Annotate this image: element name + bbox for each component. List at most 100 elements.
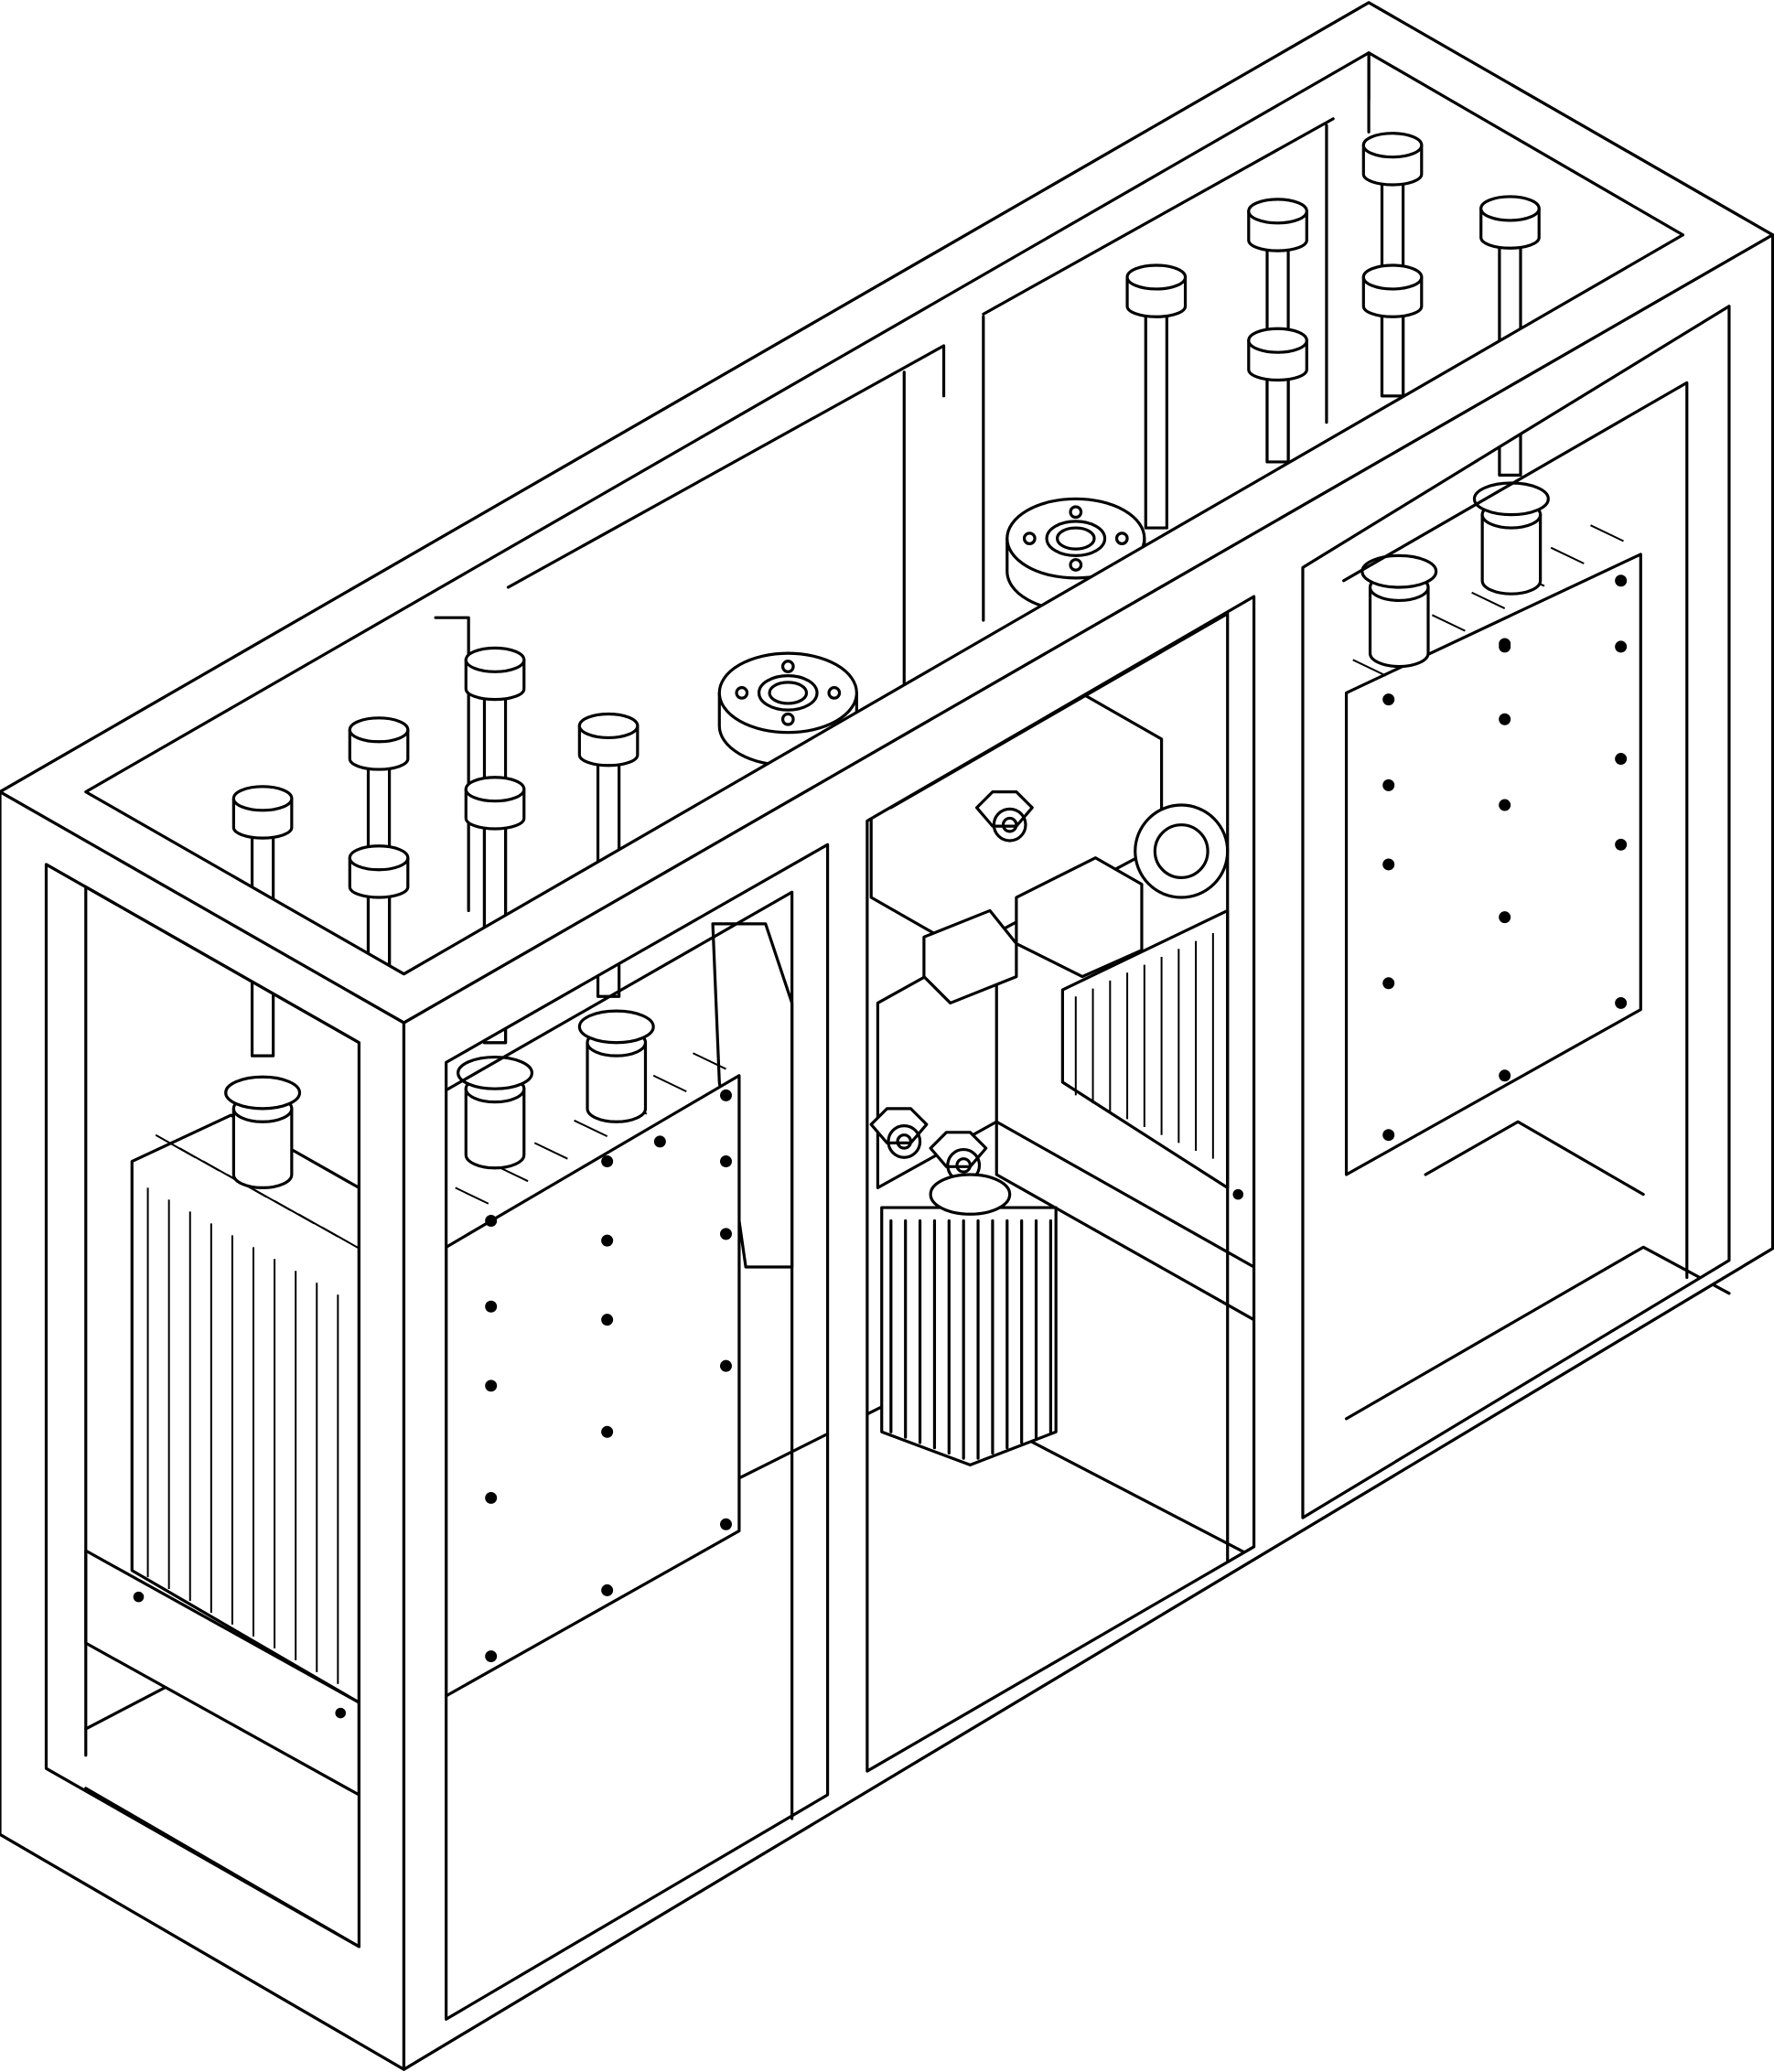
top-fin: [534, 1143, 567, 1158]
heat-sink-top-fin: [322, 1228, 361, 1251]
bolt-hole: [1382, 693, 1395, 706]
flange-bolt-hole: [1070, 560, 1081, 571]
pipe-cap-top: [1127, 265, 1185, 289]
pump-housing: [1135, 805, 1228, 897]
pipe-cap-top: [233, 787, 291, 811]
left-bay-panel: [446, 1076, 739, 1696]
flange-bore-inner: [769, 682, 806, 703]
right-bay-panel: [1347, 554, 1641, 1175]
bolt-hole: [1615, 838, 1628, 851]
coupling: [1362, 555, 1436, 666]
bolt-hole: [485, 1300, 498, 1313]
coupling-body: [1371, 587, 1428, 667]
panel-face: [1347, 554, 1641, 1175]
coupling-collar: [458, 1057, 532, 1090]
flange-face: [719, 653, 856, 733]
top-fin: [1353, 660, 1386, 675]
bolt-hole: [1615, 574, 1628, 587]
valve-body: [924, 910, 1016, 1003]
bolt-hole: [1499, 799, 1511, 811]
bolt-hole: [719, 1228, 732, 1240]
fitting-bore: [898, 1135, 910, 1148]
components: [86, 134, 1641, 1795]
bolt-hole: [1232, 1188, 1244, 1200]
coupling: [1475, 483, 1549, 594]
bolt-hole: [485, 1650, 498, 1663]
bolt-hole: [601, 1234, 614, 1247]
cooler-body: [882, 1208, 1056, 1465]
bolt-hole: [1499, 1069, 1511, 1082]
flange-bolt-hole: [1025, 533, 1036, 544]
bolt-hole: [601, 1155, 614, 1168]
bolt-hole: [719, 1155, 732, 1168]
bolt-hole: [335, 1707, 346, 1719]
bolt-hole: [1499, 638, 1511, 650]
pipe-cap-top: [579, 714, 637, 737]
flange: [1007, 499, 1145, 611]
bolt-hole: [1615, 640, 1628, 653]
bolt-hole: [485, 1491, 498, 1504]
flange-bolt-hole: [783, 714, 794, 725]
coupling-collar: [579, 1011, 653, 1043]
bolt-hole: [1382, 1129, 1395, 1142]
coupling-body: [466, 1089, 523, 1168]
bolt-hole: [485, 1380, 498, 1392]
pipe: [1249, 328, 1306, 462]
pipe: [1363, 265, 1421, 396]
bolt-hole: [1382, 778, 1395, 791]
bolt-hole: [719, 1359, 732, 1372]
pipe-cap-top: [349, 718, 407, 742]
flange-bolt-hole: [783, 661, 794, 672]
coupling-body: [1482, 515, 1540, 595]
radial-fin-cooler: [882, 1175, 1056, 1465]
pipe-cap-top: [466, 648, 523, 671]
bolt-hole: [1499, 911, 1511, 924]
bolt-hole: [1615, 753, 1628, 766]
front-long-face: [403, 235, 1772, 2069]
fitting: [994, 809, 1026, 841]
coupling: [579, 1011, 653, 1122]
fitting-bore: [957, 1159, 970, 1172]
pipe-cap-top: [1249, 199, 1306, 223]
bolt-hole: [601, 1425, 614, 1438]
top-fin: [653, 1076, 686, 1091]
bolt-hole: [601, 1584, 614, 1596]
pipe-cap-top: [1249, 328, 1306, 352]
flange-bore: [759, 676, 817, 711]
top-fin: [575, 1121, 607, 1136]
cooler-cap: [930, 1175, 1010, 1214]
pipe-shaft: [1145, 304, 1167, 528]
bolt-hole: [485, 1214, 498, 1227]
bolt-hole: [1499, 713, 1511, 725]
flange-bolt-hole: [829, 688, 840, 699]
top-fin: [1551, 548, 1584, 564]
pipe: [1127, 265, 1185, 528]
pipe-cap-top: [1481, 197, 1539, 220]
coupling-collar: [226, 1077, 300, 1109]
front-frame: [0, 3, 1773, 2069]
coupling-collar: [1362, 555, 1436, 587]
bolt-hole: [719, 1518, 732, 1530]
flange-bore: [1047, 521, 1104, 556]
fitting-bore: [1003, 818, 1016, 831]
bolt-hole: [1615, 996, 1628, 1009]
pipe-cap-top: [1363, 265, 1421, 289]
fitting: [888, 1126, 920, 1158]
bolt-hole: [1382, 977, 1395, 990]
top-fin: [1472, 593, 1505, 608]
flange-bolt-hole: [1070, 507, 1081, 518]
pipe-cap-top: [466, 778, 523, 801]
bolt-hole: [653, 1135, 666, 1148]
flange-bolt-hole: [736, 688, 747, 699]
flange-face: [1007, 499, 1145, 578]
bolt-hole: [719, 1089, 732, 1101]
coupling: [458, 1057, 532, 1168]
pipe-cap-top: [349, 846, 407, 870]
coupling-body: [587, 1043, 645, 1122]
top-fin: [1590, 525, 1623, 541]
flange-bolt-hole: [1117, 533, 1128, 544]
top-fin: [693, 1053, 726, 1068]
coupling-body: [233, 1109, 291, 1188]
center-heat-sink: [996, 910, 1253, 1319]
